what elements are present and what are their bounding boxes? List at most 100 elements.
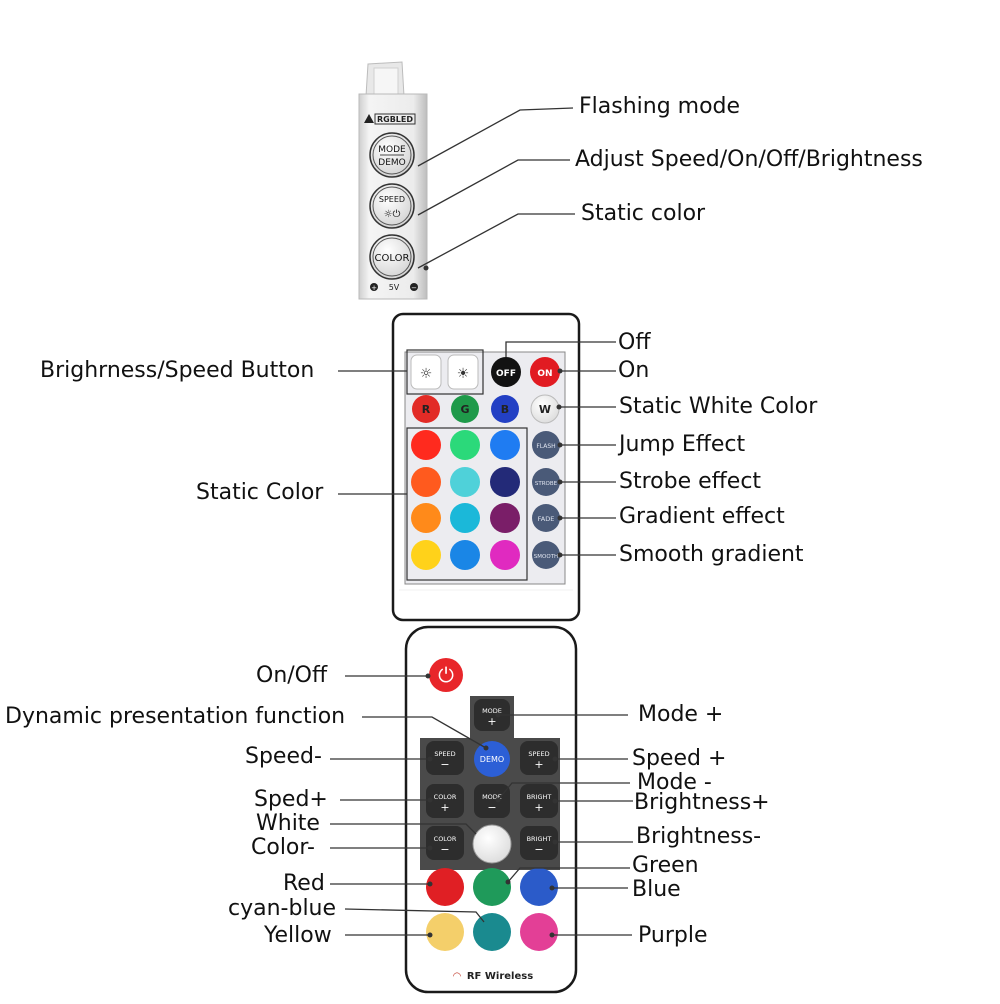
label-sped-plus: Sped+	[254, 787, 328, 812]
on-button[interactable]	[530, 357, 560, 387]
color-key-8[interactable]	[450, 503, 480, 533]
color-key-4[interactable]	[411, 467, 441, 497]
fade-button[interactable]	[532, 504, 560, 532]
label-purple: Purple	[638, 923, 708, 948]
color-button[interactable]	[369, 234, 415, 280]
dot-blue	[549, 885, 555, 891]
white-button[interactable]	[472, 824, 512, 864]
yellow-button[interactable]	[426, 913, 464, 951]
demo-button[interactable]	[474, 741, 510, 777]
label-adjust-speed: Adjust Speed/On/Off/Brightness	[575, 147, 923, 172]
dot-strobe	[557, 479, 563, 485]
color-plus-button[interactable]: COLOR +	[426, 784, 464, 818]
mode-minus-button[interactable]: MODE −	[474, 784, 510, 818]
bright-plus-text: BRIGHT	[527, 793, 552, 801]
color-key-11[interactable]	[450, 540, 480, 570]
color-key-6[interactable]	[490, 467, 520, 497]
mode-plus-text: MODE	[482, 707, 502, 715]
smooth-button[interactable]	[532, 541, 560, 569]
label-green: Green	[632, 853, 699, 878]
demo-text: DEMO	[378, 158, 405, 168]
label-color-minus: Color-	[251, 835, 315, 860]
speed-plus-bg	[520, 741, 558, 775]
off-button[interactable]	[491, 357, 521, 387]
color-key-9[interactable]	[490, 503, 520, 533]
remote24-leader-dots	[556, 368, 563, 558]
dot-mode-minus	[495, 797, 501, 803]
fade-button-text: FADE	[538, 515, 555, 523]
mode-minus-bg	[474, 784, 510, 818]
dot-speed-plus	[552, 756, 558, 762]
color-key-2[interactable]	[450, 430, 480, 460]
dot-white	[556, 404, 562, 410]
usb-connector-inner	[373, 67, 399, 95]
speed-text: SPEED	[379, 195, 405, 204]
cyan-blue-button[interactable]	[473, 913, 511, 951]
color-key-1[interactable]	[411, 430, 441, 460]
blue-button[interactable]	[520, 868, 558, 906]
brightness-up-button[interactable]: ☼	[410, 354, 442, 390]
green-button[interactable]	[473, 868, 511, 906]
b-button[interactable]	[491, 395, 519, 423]
label-brightness-speed: Brighrness/Speed Button	[40, 358, 315, 383]
color-key-3[interactable]	[490, 430, 520, 460]
r-button[interactable]	[412, 395, 440, 423]
bulb-up-icon: ☼	[420, 366, 433, 382]
mode-minus-sign: −	[487, 801, 496, 814]
red-button[interactable]	[426, 868, 464, 906]
label-static-color-top: Static color	[581, 201, 706, 226]
color-key-10[interactable]	[411, 540, 441, 570]
color-minus-bg	[426, 826, 464, 860]
label-white: White	[256, 811, 320, 836]
brightness-down-button[interactable]: ☀	[447, 354, 479, 390]
speed-plus-button[interactable]: SPEED +	[520, 741, 558, 775]
leader-white	[330, 823, 477, 835]
color-minus-button[interactable]: COLOR −	[426, 826, 464, 860]
mode-plus-bg	[474, 699, 510, 731]
label-mode-plus: Mode +	[638, 702, 724, 727]
mode-demo-button-ring	[372, 135, 412, 175]
speed-button-ring	[372, 186, 412, 226]
label-brightness-plus: Brightness+	[634, 790, 770, 815]
color-key-5[interactable]	[450, 467, 480, 497]
leader-cyan-blue	[344, 908, 485, 923]
bright-plus-sign: +	[534, 801, 543, 814]
speed-minus-button[interactable]: SPEED −	[426, 741, 464, 775]
color-plus-bg	[426, 784, 464, 818]
color-key-12[interactable]	[490, 540, 520, 570]
color-minus-text: COLOR	[434, 835, 457, 843]
bright-plus-button[interactable]: BRIGHT +	[520, 784, 558, 818]
dot-mode-plus	[495, 712, 501, 718]
strobe-button[interactable]	[532, 468, 560, 496]
mode-minus-text: MODE	[482, 793, 502, 801]
color-minus-sign: −	[440, 843, 449, 856]
minus-terminal-glyph: −	[411, 284, 417, 292]
color-plus-text: COLOR	[434, 793, 457, 801]
label-flashing-mode: Flashing mode	[579, 94, 741, 119]
speed-button[interactable]	[369, 183, 415, 229]
wifi-icon: ◠	[453, 971, 462, 982]
brand-text: RGBLED	[377, 115, 413, 124]
purple-button[interactable]	[520, 913, 558, 951]
color-plus-sign: +	[440, 801, 449, 814]
leader-static-color	[417, 213, 575, 269]
mode-text: MODE	[378, 145, 406, 155]
controller-leader-dot	[423, 265, 429, 271]
g-button[interactable]	[451, 395, 479, 423]
dot-purple	[549, 932, 555, 938]
mode-plus-sign: +	[487, 715, 496, 728]
flash-button[interactable]	[532, 431, 560, 459]
color-key-7[interactable]	[411, 503, 441, 533]
sun-power-icon: ☼⏻	[384, 209, 401, 220]
label-brightness-minus: Brightness-	[636, 824, 762, 849]
leader-dynamic	[362, 716, 487, 749]
mode-plus-button[interactable]: MODE +	[474, 699, 510, 731]
power-button[interactable]	[429, 658, 463, 692]
label-mode-minus: Mode -	[637, 770, 712, 795]
label-speed-plus: Speed +	[632, 746, 727, 771]
bright-minus-bg	[520, 826, 558, 860]
bright-minus-button[interactable]: BRIGHT −	[520, 826, 558, 860]
label-off: Off	[618, 330, 651, 355]
